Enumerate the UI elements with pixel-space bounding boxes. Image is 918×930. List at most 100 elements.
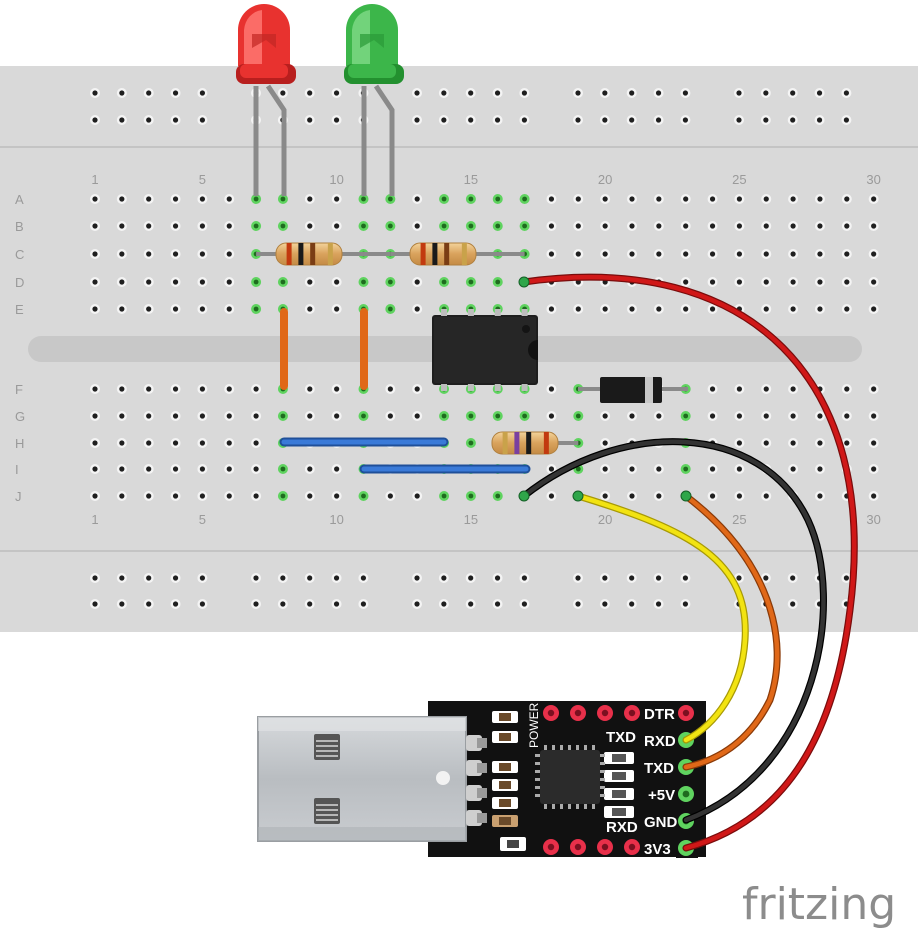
hole-center (92, 466, 98, 472)
hole-center (683, 306, 689, 312)
hole-center (253, 466, 259, 472)
rail-hole-center (146, 90, 152, 96)
rail-hole-center (655, 90, 662, 96)
hole-center (146, 413, 152, 419)
chip-pin (576, 804, 579, 809)
hole-center (871, 413, 877, 419)
rail-hole-center (521, 601, 528, 607)
rail-hole-center (682, 117, 689, 123)
rail-hole-center (92, 575, 98, 581)
hole-connected-center (387, 223, 393, 229)
row-label: F (15, 382, 23, 397)
hole-connected-center (495, 223, 501, 229)
hole-connected-center (495, 279, 501, 285)
hole-center (199, 440, 205, 446)
hole-center (199, 196, 205, 202)
rail-hole-center (119, 90, 125, 96)
hole-center (334, 413, 340, 419)
wire-red-3v3[interactable] (521, 275, 857, 851)
resistor-led-green[interactable] (390, 242, 525, 266)
ic-chip-dip8[interactable] (432, 309, 538, 391)
pin-label-txd: TXD (644, 760, 674, 777)
hole-center (226, 196, 232, 202)
hole-center (602, 196, 608, 202)
wire-yellow-rxd[interactable] (575, 493, 748, 743)
rail-hole-center (199, 601, 205, 607)
hole-center (871, 306, 877, 312)
led-green[interactable] (344, 4, 404, 196)
hole-center (790, 386, 796, 392)
hole-center (602, 466, 608, 472)
rail-hole-center (333, 575, 340, 581)
hole-center (629, 306, 635, 312)
led-red-base-top (240, 64, 288, 78)
hole-center (172, 386, 179, 392)
wire-orange-txd[interactable] (683, 493, 780, 770)
hole-connected-center (441, 413, 447, 419)
resistor-body (409, 242, 477, 266)
hole-center (736, 413, 743, 419)
row-label: B (15, 219, 24, 234)
breadboard-jumpers (279, 308, 531, 474)
hole-center (414, 493, 420, 499)
hole-center (172, 413, 179, 419)
hole-center (844, 251, 850, 257)
hole-connected-center (441, 196, 447, 202)
hole-center (172, 251, 179, 257)
hole-center (575, 223, 581, 229)
chip-pin (560, 745, 563, 750)
hole-center (146, 251, 152, 257)
usb-serial-module[interactable]: POWER TXD RXD DTR RXD TXD +5V GND 3V3 (257, 701, 706, 858)
hole-center (629, 251, 635, 257)
hole-connected-center (468, 413, 474, 419)
chip-pin (600, 778, 605, 781)
resistor-led-red[interactable] (256, 242, 391, 266)
row-label: J (15, 489, 22, 504)
hole-center (871, 493, 877, 499)
usb-a-plug[interactable] (257, 716, 467, 842)
smd-led-body (612, 808, 626, 816)
hole-connected-center (280, 413, 286, 419)
hole-center (307, 493, 313, 499)
hole-center (656, 306, 662, 312)
hole-center (656, 251, 662, 257)
rail-hole-center (843, 117, 850, 123)
rail-hole-center (494, 90, 501, 96)
rail-hole-center (575, 117, 581, 123)
hole-center (871, 466, 877, 472)
hole-center (817, 223, 823, 229)
hole-connected-center (361, 413, 366, 419)
rail-hole-center (414, 575, 420, 581)
hole-center (709, 196, 716, 202)
hole-center (226, 279, 232, 285)
hole-center (817, 413, 823, 419)
hole-center (146, 440, 152, 446)
hole-center (119, 306, 125, 312)
hole-connected-center (468, 223, 474, 229)
rail-hole-center (602, 575, 608, 581)
hole-center (844, 306, 850, 312)
smd-part-body (499, 713, 511, 721)
hole-center (763, 223, 769, 229)
hole-center (119, 493, 125, 499)
hole-center (119, 279, 125, 285)
hole-center (709, 223, 716, 229)
hole-center (763, 413, 769, 419)
led-red[interactable] (236, 4, 296, 196)
rail-hole-center (790, 90, 796, 96)
hole-connected-center (280, 279, 286, 285)
pin-label-gnd: GND (644, 814, 678, 831)
hole-center (414, 386, 420, 392)
diode[interactable] (578, 377, 688, 403)
smd-capacitor-body (507, 840, 519, 848)
hole-center (790, 413, 796, 419)
hole-center (871, 251, 877, 257)
resistor-ic[interactable] (491, 431, 579, 455)
row-label: H (15, 436, 24, 451)
rail-hole-center (468, 601, 474, 607)
resistor-band (444, 243, 450, 265)
wire-black-gnd[interactable] (521, 439, 826, 823)
fritzing-logo: fritzing (742, 879, 896, 930)
resistor-body (491, 431, 559, 455)
